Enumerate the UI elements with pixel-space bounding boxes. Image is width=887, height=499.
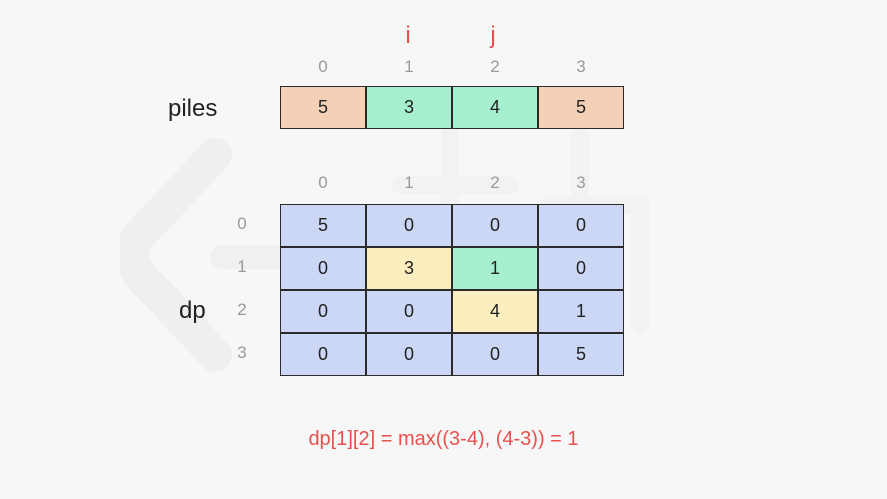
piles-index-3: 3 [576, 57, 586, 76]
dp-col-index-3: 3 [576, 173, 586, 192]
formula-text: dp[1][2] = max((3-4), (4-3)) = 1 [308, 428, 579, 450]
dp-cell-2-3: 1 [538, 290, 624, 333]
pointer-j: j [490, 22, 496, 49]
piles-label: piles [168, 95, 218, 122]
dp-cell-3-2: 0 [452, 333, 538, 376]
dp-cell-3-0: 0 [280, 333, 366, 376]
dp-row-index-1: 1 [237, 257, 247, 276]
dp-cell-0-1: 0 [366, 204, 452, 247]
piles-index-1: 1 [404, 57, 414, 76]
piles-index-0: 0 [318, 57, 328, 76]
dp-cell-1-0: 0 [280, 247, 366, 290]
dp-row-index-3: 3 [237, 343, 247, 362]
dp-cell-3-3: 5 [538, 333, 624, 376]
dp-cell-2-1: 0 [366, 290, 452, 333]
dp-col-index-2: 2 [490, 173, 500, 192]
piles-cell-3: 5 [538, 86, 624, 129]
piles-index-2: 2 [490, 57, 500, 76]
dp-cell-2-2: 4 [452, 290, 538, 333]
piles-cell-1: 3 [366, 86, 452, 129]
pointer-i: i [405, 22, 411, 49]
dp-cell-2-0: 0 [280, 290, 366, 333]
piles-cell-2: 4 [452, 86, 538, 129]
dp-cell-0-0: 5 [280, 204, 366, 247]
piles-cell-0: 5 [280, 86, 366, 129]
dp-label: dp [179, 297, 206, 324]
dp-cell-0-2: 0 [452, 204, 538, 247]
dp-cell-3-1: 0 [366, 333, 452, 376]
dp-cell-1-3: 0 [538, 247, 624, 290]
dp-cell-0-3: 0 [538, 204, 624, 247]
dp-row-index-0: 0 [237, 214, 247, 233]
dp-cell-1-1: 3 [366, 247, 452, 290]
dp-col-index-1: 1 [404, 173, 414, 192]
dp-cell-1-2: 1 [452, 247, 538, 290]
dp-row-index-2: 2 [237, 300, 247, 319]
dp-col-index-0: 0 [318, 173, 328, 192]
